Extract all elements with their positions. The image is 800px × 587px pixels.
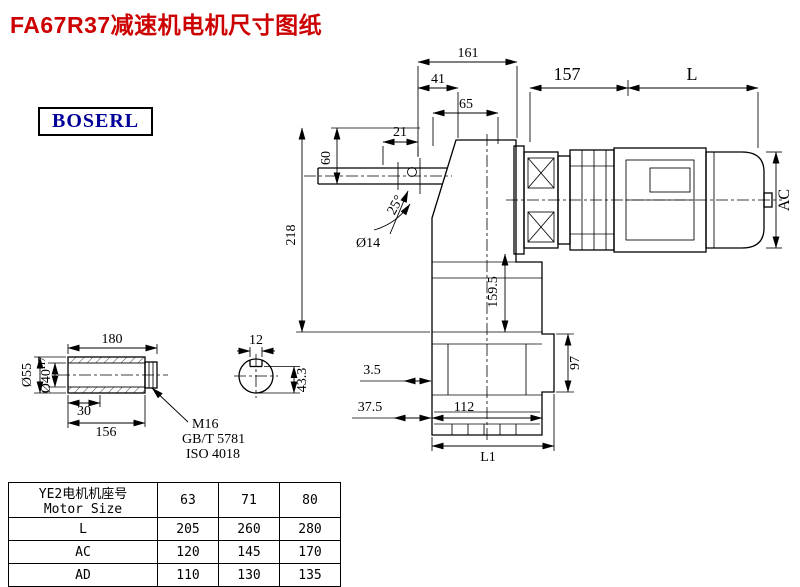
cell-size-71: 71 — [218, 482, 280, 518]
dim-30: 30 — [77, 404, 91, 419]
dim-156: 156 — [96, 425, 117, 440]
dim-159-5: 159.5 — [486, 276, 501, 308]
table-row-AD: AD 110 130 135 — [8, 563, 341, 587]
dim-diameter-55: Ø55 — [20, 363, 35, 387]
dim-diameter-14: Ø14 — [356, 236, 380, 251]
cell-AC-label: AC — [8, 540, 158, 564]
dim-AC: AC — [776, 189, 793, 211]
dim-12: 12 — [249, 333, 263, 348]
dim-112: 112 — [454, 400, 474, 415]
dim-60: 60 — [319, 151, 334, 165]
cell-L-label: L — [8, 517, 158, 541]
cell-L-80: 280 — [279, 517, 341, 541]
brand-logo: BOSERL — [38, 107, 154, 136]
standard-gb: GB/T 5781 — [182, 432, 245, 447]
table-row-AC: AC 120 145 170 — [8, 540, 341, 564]
table-row-header: YE2电机机座号 Motor Size 63 71 80 — [8, 482, 341, 518]
cell-size-63: 63 — [157, 482, 219, 518]
dim-157: 157 — [554, 64, 581, 84]
dim-180: 180 — [102, 332, 123, 347]
cell-AD-80: 135 — [279, 563, 341, 587]
dim-65: 65 — [459, 97, 473, 112]
dim-diameter-40-H7: Ø40H7 — [37, 357, 54, 393]
table-row-L: L 205 260 280 — [8, 517, 341, 541]
cell-motor-size-label: YE2电机机座号 Motor Size — [8, 482, 158, 518]
thread-callout-M16: M16 — [192, 417, 218, 432]
dim-37-5: 37.5 — [358, 400, 383, 415]
dimension-drawing: 161 41 65 21 157 L 60 218 Ø14 25° — [20, 46, 793, 465]
dim-218: 218 — [284, 225, 299, 246]
dim-43-3: 43.3 — [295, 368, 310, 393]
shaft-section-view: 12 43.3 — [234, 333, 310, 398]
dim-L1: L1 — [480, 450, 496, 465]
dim-L: L — [687, 64, 698, 84]
motor-size-label-en: Motor Size — [43, 502, 123, 517]
cell-size-80: 80 — [279, 482, 341, 518]
page-title: FA67R37减速机电机尺寸图纸 — [10, 12, 323, 38]
gearbox-main-view — [304, 134, 555, 442]
cell-AC-71: 145 — [218, 540, 280, 564]
cell-AC-80: 170 — [279, 540, 341, 564]
cell-AD-71: 130 — [218, 563, 280, 587]
motor-size-label-cn: YE2电机机座号 — [38, 487, 128, 502]
output-shaft-detail-view: 180 Ø55 Ø40H7 30 156 M16 GB/T 5781 ISO 4… — [20, 332, 245, 462]
dim-3-5: 3.5 — [363, 363, 381, 378]
main-view-dimensions: 161 41 65 21 157 L 60 218 Ø14 25° — [284, 46, 793, 465]
motor-size-table: YE2电机机座号 Motor Size 63 71 80 L 205 260 2… — [8, 482, 341, 587]
dim-97: 97 — [568, 356, 583, 370]
cell-AD-63: 110 — [157, 563, 219, 587]
dim-161: 161 — [458, 46, 479, 61]
cell-L-63: 205 — [157, 517, 219, 541]
cell-L-71: 260 — [218, 517, 280, 541]
dim-21: 21 — [393, 125, 407, 140]
cell-AD-label: AD — [8, 563, 158, 587]
cell-AC-63: 120 — [157, 540, 219, 564]
motor-side-view — [506, 145, 782, 255]
standard-iso: ISO 4018 — [186, 447, 240, 462]
dim-angle-25: 25° — [385, 193, 407, 217]
dim-41: 41 — [431, 72, 445, 87]
